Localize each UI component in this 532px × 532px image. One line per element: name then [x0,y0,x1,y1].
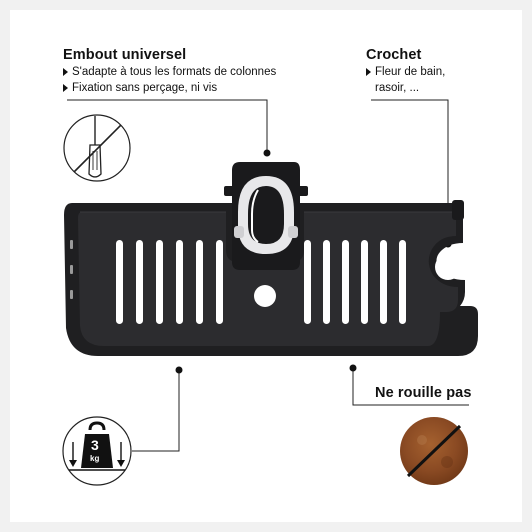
shelf-product [64,162,478,356]
left-drain-slots [116,240,223,324]
bullet-arrow-icon [63,84,68,92]
weight-3kg-icon [62,416,132,486]
no-screwdriver-icon [63,114,131,182]
hook-cutout [435,254,468,280]
universal-callout [67,99,268,152]
hook-bullet-1: Fleur de bain, [366,66,445,78]
universal-callout-dot [263,149,271,157]
hook-title: Crochet [366,47,422,63]
weight-value: 3 [91,437,99,453]
weight-unit: kg [90,454,100,463]
right-drain-slots [304,240,406,324]
weight-callout [132,371,180,452]
hook-bullet-1-cont: rasoir, ... [375,82,420,94]
bullet-arrow-icon [63,68,68,76]
universal-end-cap [224,162,308,270]
universal-bullet-2: Fixation sans perçage, ni vis [63,82,217,94]
universal-bullet-1: S'adapte à tous les formats de colonnes [63,66,276,78]
weight-callout-dot [175,366,183,374]
hook-callout [371,99,449,243]
bullet-arrow-icon [366,68,371,76]
rust-callout-dot [349,364,357,372]
universal-title: Embout universel [63,47,187,63]
rust-title: Ne rouille pas [375,385,472,401]
center-drain-hole [254,285,276,307]
no-rust-icon [400,417,468,485]
rust-callout [352,369,469,406]
